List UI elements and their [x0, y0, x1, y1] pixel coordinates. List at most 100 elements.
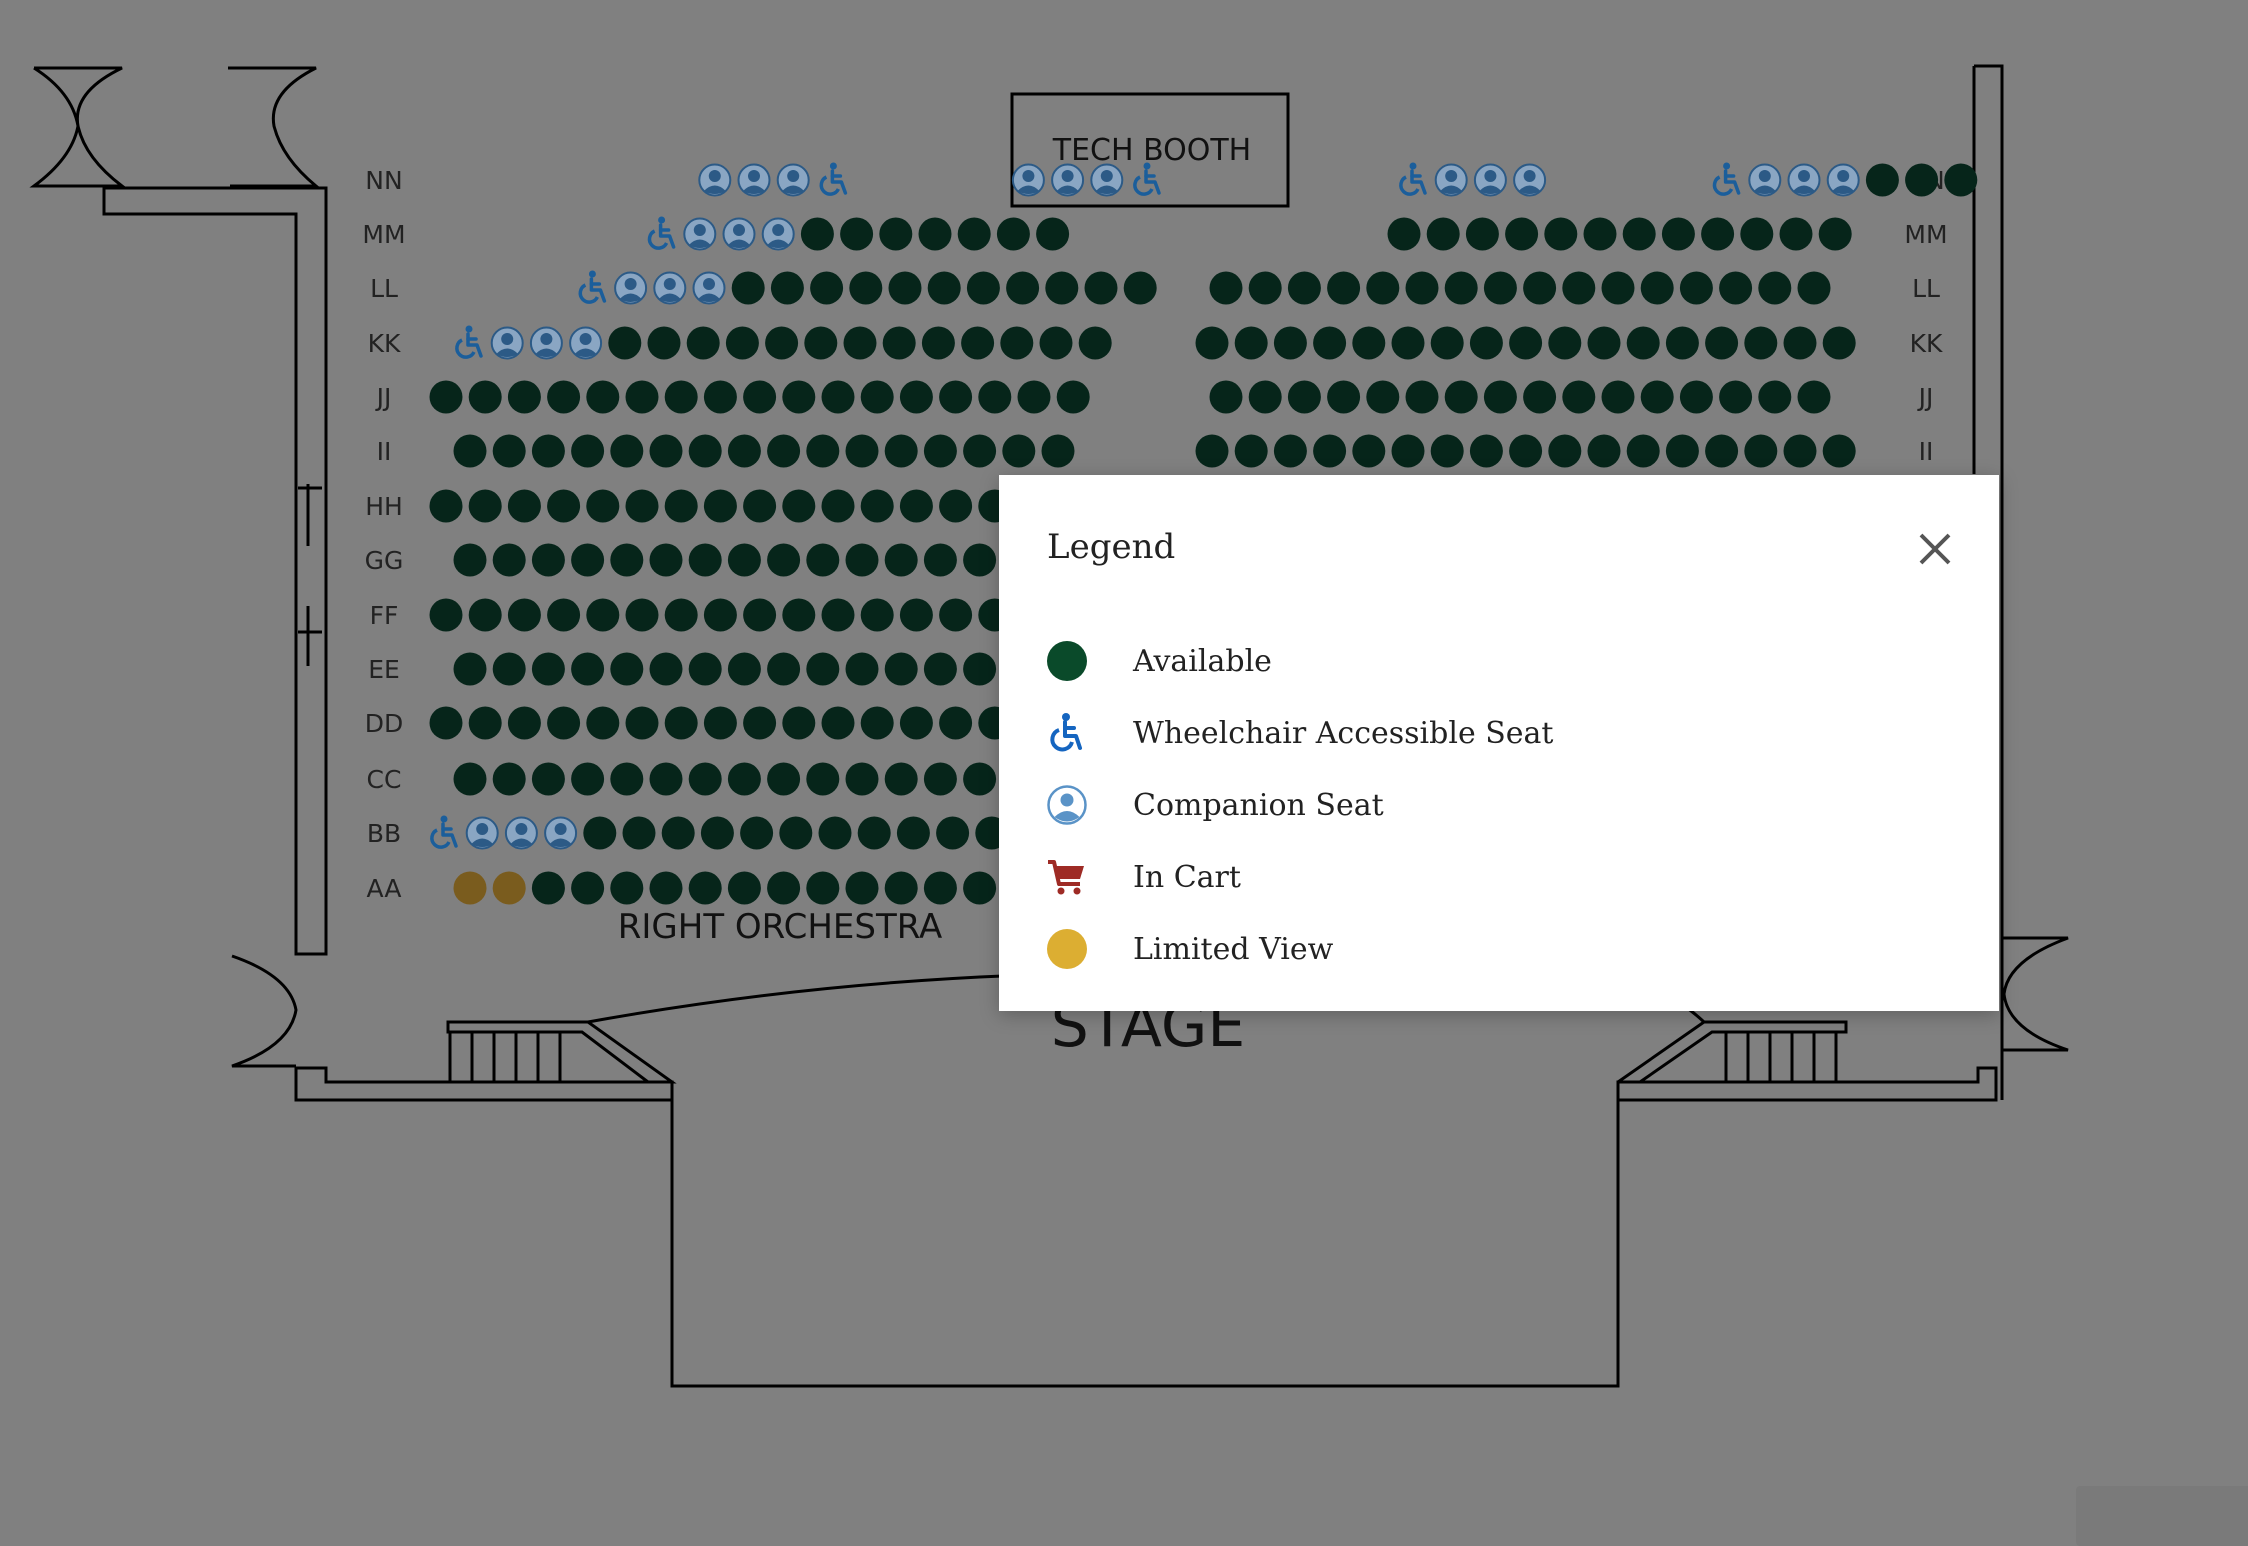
seat-available[interactable]: [727, 762, 761, 796]
seat-available[interactable]: [961, 326, 995, 360]
seat-companion[interactable]: [465, 816, 499, 850]
seat-available[interactable]: [1483, 380, 1517, 414]
seat-available[interactable]: [1865, 163, 1899, 197]
seat-available[interactable]: [923, 652, 957, 686]
seat-available[interactable]: [1405, 380, 1439, 414]
seat-available[interactable]: [468, 380, 502, 414]
seat-available[interactable]: [1195, 326, 1229, 360]
seat-companion[interactable]: [529, 326, 563, 360]
seat-available[interactable]: [492, 543, 526, 577]
seat-available[interactable]: [845, 543, 879, 577]
seat-available[interactable]: [1822, 434, 1856, 468]
seat-available[interactable]: [1622, 217, 1656, 251]
seat-available[interactable]: [1036, 217, 1070, 251]
seat-available[interactable]: [1523, 271, 1557, 305]
seat-available[interactable]: [647, 326, 681, 360]
seat-available[interactable]: [664, 489, 698, 523]
seat-available[interactable]: [1758, 271, 1792, 305]
seat-available[interactable]: [1601, 380, 1635, 414]
seat-available[interactable]: [1313, 326, 1347, 360]
seat-available[interactable]: [1387, 217, 1421, 251]
seat-companion[interactable]: [1826, 163, 1860, 197]
seat-companion[interactable]: [504, 816, 538, 850]
seat-available[interactable]: [571, 762, 605, 796]
seat-available[interactable]: [1045, 271, 1079, 305]
seat-available[interactable]: [625, 598, 659, 632]
seat-available[interactable]: [1195, 434, 1229, 468]
seat-available[interactable]: [429, 489, 463, 523]
seat-available[interactable]: [843, 326, 877, 360]
seat-available[interactable]: [978, 380, 1012, 414]
seat-available[interactable]: [1783, 434, 1817, 468]
seat-available[interactable]: [1234, 434, 1268, 468]
seat-available[interactable]: [921, 326, 955, 360]
seat-available[interactable]: [725, 326, 759, 360]
seat-available[interactable]: [1313, 434, 1347, 468]
seat-available[interactable]: [727, 652, 761, 686]
seat-available[interactable]: [586, 380, 620, 414]
seat-companion[interactable]: [692, 271, 726, 305]
seat-available[interactable]: [806, 652, 840, 686]
seat-available[interactable]: [1783, 326, 1817, 360]
seat-available[interactable]: [860, 489, 894, 523]
seat-available[interactable]: [625, 489, 659, 523]
seat-available[interactable]: [1758, 380, 1792, 414]
seat-available[interactable]: [767, 652, 801, 686]
seat-available[interactable]: [507, 598, 541, 632]
seat-available[interactable]: [1002, 434, 1036, 468]
seat-available[interactable]: [649, 652, 683, 686]
seat-available[interactable]: [1626, 326, 1660, 360]
seat-available[interactable]: [1548, 326, 1582, 360]
seat-available[interactable]: [782, 706, 816, 740]
seat-available[interactable]: [1679, 380, 1713, 414]
seat-companion[interactable]: [653, 271, 687, 305]
seat-available[interactable]: [703, 598, 737, 632]
seat-available[interactable]: [782, 380, 816, 414]
seat-available[interactable]: [1797, 271, 1831, 305]
seat-available[interactable]: [884, 434, 918, 468]
seat-available[interactable]: [703, 706, 737, 740]
seat-available[interactable]: [963, 543, 997, 577]
seat-available[interactable]: [810, 271, 844, 305]
seat-available[interactable]: [923, 762, 957, 796]
seat-companion[interactable]: [1513, 163, 1547, 197]
seat-available[interactable]: [468, 489, 502, 523]
seat-available[interactable]: [571, 543, 605, 577]
seat-available[interactable]: [1818, 217, 1852, 251]
seat-available[interactable]: [547, 489, 581, 523]
seat-available[interactable]: [1444, 271, 1478, 305]
seat-available[interactable]: [849, 271, 883, 305]
seat-available[interactable]: [492, 434, 526, 468]
seat-available[interactable]: [1562, 271, 1596, 305]
seat-available[interactable]: [688, 762, 722, 796]
seat-available[interactable]: [1366, 380, 1400, 414]
seat-available[interactable]: [888, 271, 922, 305]
seat-available[interactable]: [610, 543, 644, 577]
close-button[interactable]: [1913, 527, 1957, 571]
seat-wheelchair[interactable]: [819, 162, 848, 196]
seat-available[interactable]: [1426, 217, 1460, 251]
seat-available[interactable]: [896, 816, 930, 850]
seat-available[interactable]: [1327, 380, 1361, 414]
seat-available[interactable]: [767, 543, 801, 577]
seat-available[interactable]: [939, 598, 973, 632]
seat-companion[interactable]: [737, 163, 771, 197]
seat-available[interactable]: [531, 652, 565, 686]
seat-available[interactable]: [782, 598, 816, 632]
seat-available[interactable]: [743, 380, 777, 414]
seat-available[interactable]: [1391, 326, 1425, 360]
seat-available[interactable]: [1505, 217, 1539, 251]
seat-available[interactable]: [840, 217, 874, 251]
seat-available[interactable]: [610, 652, 644, 686]
seat-companion[interactable]: [1748, 163, 1782, 197]
seat-available[interactable]: [1740, 217, 1774, 251]
seat-available[interactable]: [1430, 326, 1464, 360]
seat-available[interactable]: [1352, 434, 1386, 468]
seat-available[interactable]: [429, 598, 463, 632]
seat-available[interactable]: [1665, 434, 1699, 468]
seat-available[interactable]: [882, 326, 916, 360]
seat-available[interactable]: [649, 434, 683, 468]
seat-available[interactable]: [453, 762, 487, 796]
seat-available[interactable]: [806, 434, 840, 468]
seat-available[interactable]: [547, 598, 581, 632]
